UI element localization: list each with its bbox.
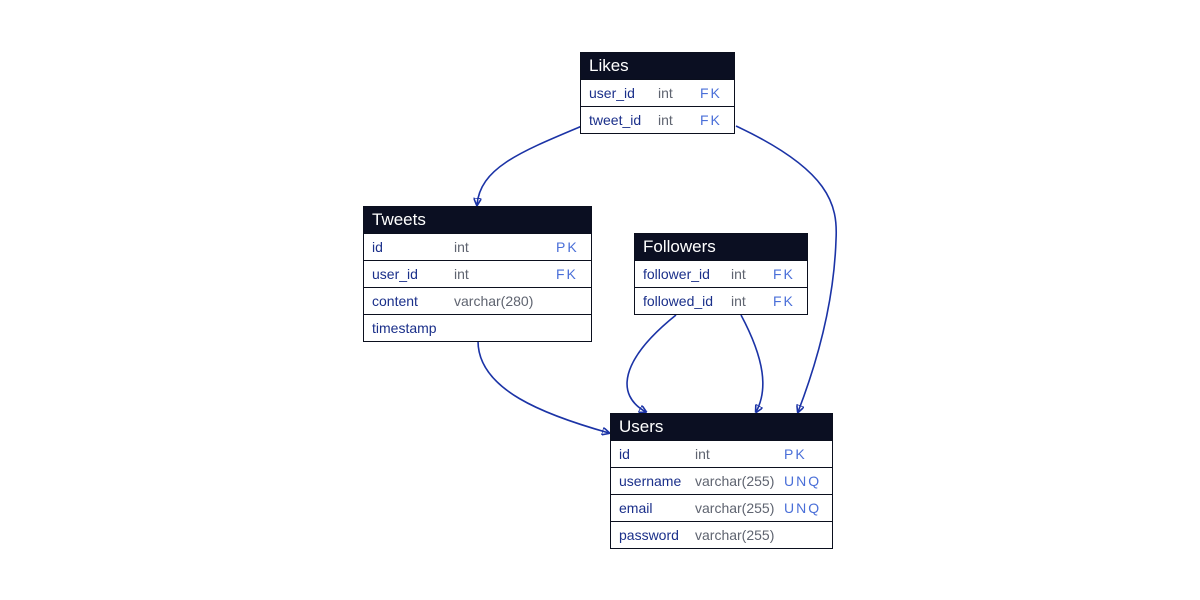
users-table[interactable]: Users id int PK username varchar(255) UN… <box>610 413 833 549</box>
edge-likes-to-tweets <box>477 125 583 205</box>
field-type: int <box>695 446 710 462</box>
field-key-badge: PK <box>556 239 579 255</box>
tweets-table[interactable]: Tweets id int PK user_id int FK content … <box>363 206 592 342</box>
field-type: int <box>731 266 746 282</box>
field-name: user_id <box>589 85 635 101</box>
users-field-row[interactable]: username varchar(255) UNQ <box>611 467 832 494</box>
field-key-badge: FK <box>700 112 722 128</box>
tweets-field-row[interactable]: content varchar(280) <box>364 287 591 314</box>
field-name: timestamp <box>372 320 437 336</box>
tweets-field-row[interactable]: timestamp <box>364 314 591 341</box>
field-key-badge: UNQ <box>784 473 822 489</box>
followers-table[interactable]: Followers follower_id int FK followed_id… <box>634 233 808 315</box>
tweets-field-row[interactable]: user_id int FK <box>364 260 591 287</box>
field-key-badge: FK <box>773 266 795 282</box>
field-key-badge: FK <box>773 293 795 309</box>
field-key-badge: FK <box>700 85 722 101</box>
users-field-row[interactable]: id int PK <box>611 440 832 467</box>
edge-followers-to-users-a <box>626 314 677 412</box>
field-name: follower_id <box>643 266 710 282</box>
likes-field-row[interactable]: tweet_id int FK <box>581 106 734 133</box>
field-name: password <box>619 527 679 543</box>
field-key-badge: FK <box>556 266 578 282</box>
likes-table-title: Likes <box>581 53 734 79</box>
users-table-title: Users <box>611 414 832 440</box>
field-name: user_id <box>372 266 418 282</box>
edge-followers-to-users-b <box>740 314 764 412</box>
likes-table[interactable]: Likes user_id int FK tweet_id int FK <box>580 52 735 134</box>
followers-table-title: Followers <box>635 234 807 260</box>
field-key-badge: PK <box>784 446 807 462</box>
field-type: int <box>454 239 469 255</box>
field-name: id <box>619 446 630 462</box>
field-type: int <box>658 85 673 101</box>
edge-tweets-to-users <box>477 340 609 433</box>
tweets-table-title: Tweets <box>364 207 591 233</box>
field-type: varchar(255) <box>695 527 775 543</box>
likes-field-row[interactable]: user_id int FK <box>581 79 734 106</box>
field-type: int <box>454 266 469 282</box>
field-name: email <box>619 500 653 516</box>
field-type: int <box>658 112 673 128</box>
field-key-badge: UNQ <box>784 500 822 516</box>
field-type: int <box>731 293 746 309</box>
field-name: id <box>372 239 383 255</box>
followers-field-row[interactable]: followed_id int FK <box>635 287 807 314</box>
field-name: content <box>372 293 418 309</box>
field-type: varchar(255) <box>695 473 775 489</box>
followers-field-row[interactable]: follower_id int FK <box>635 260 807 287</box>
field-type: varchar(280) <box>454 293 534 309</box>
tweets-field-row[interactable]: id int PK <box>364 233 591 260</box>
users-field-row[interactable]: email varchar(255) UNQ <box>611 494 832 521</box>
field-type: varchar(255) <box>695 500 775 516</box>
field-name: followed_id <box>643 293 714 309</box>
field-name: tweet_id <box>589 112 642 128</box>
field-name: username <box>619 473 682 489</box>
users-field-row[interactable]: password varchar(255) <box>611 521 832 548</box>
